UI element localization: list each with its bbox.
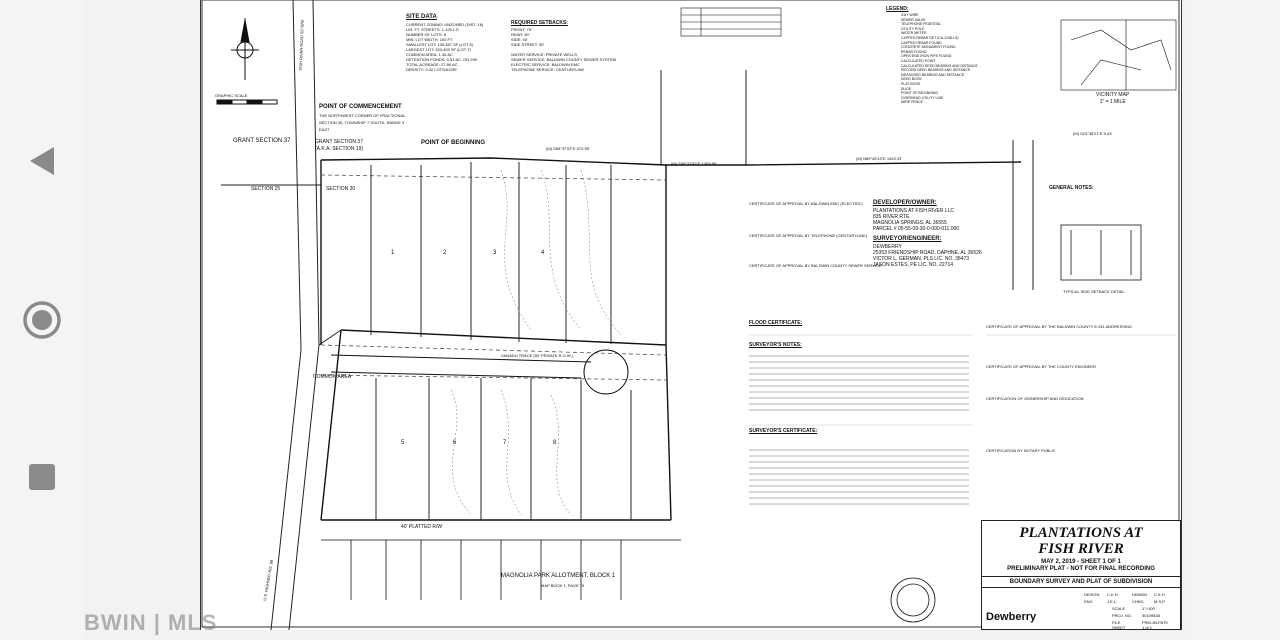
row-label: SCALE — [1112, 606, 1126, 611]
point-of-commencement-desc: THE NORTHWEST CORNER OF FRACTIONAL SECTI… — [319, 113, 406, 132]
graphic-scale — [216, 99, 278, 105]
lot-number: 4 — [541, 250, 545, 256]
magnolia-park-label: MAGNOLIA PARK ALLOTMENT, BLOCK 1 — [501, 573, 616, 579]
surveyor-title: SURVEYOR/ENGINEER: — [873, 236, 942, 242]
square-recent-icon — [29, 464, 55, 490]
grant-section-37-left: GRANT SECTION 37 — [233, 138, 291, 144]
navigation-bar — [0, 0, 84, 640]
setback-detail-label: TYPICAL SIDE SETBACK DETAIL — [1063, 289, 1125, 294]
setbacks-text: FRONT: 75' REAR: 50' SIDE: 40' SIDE STRE… — [511, 27, 616, 72]
cert-county-engineer: CERTIFICATE OF APPROVAL BY THE COUNTY EN… — [986, 364, 1096, 369]
surveyor-cert-title: SURVEYOR'S CERTIFICATE: — [749, 428, 818, 434]
row-value: C.K.H. — [1154, 592, 1166, 597]
project-number: 50109838 — [1142, 613, 1160, 618]
circle-home-icon — [23, 301, 61, 339]
cert-county-addressing: CERTIFICATE OF APPROVAL BY THE BALDWIN C… — [986, 324, 1133, 329]
boundary-line — [320, 157, 1022, 521]
row-label: PROJ. NO. — [1112, 613, 1133, 618]
section-25-label: SECTION 25 — [251, 186, 281, 192]
site-data-text: CURRENT ZONING: UNZONED (DIST. 16) LIN. … — [406, 22, 484, 72]
street-name-label: XANADU TRACE (50' PRIVATE R.O.W.) — [501, 353, 573, 358]
general-notes-title: GENERAL NOTES: — [1049, 185, 1094, 191]
platted-rw-label: 40' PLATTED R/W — [401, 524, 443, 530]
row-value: M.S.P. — [1154, 599, 1166, 604]
lot-number: 5 — [401, 440, 405, 446]
lot-number: 2 — [443, 250, 447, 256]
legend-text: GUY WIRE SEWER VALVE TELEPHONE PEDESTAL … — [901, 13, 978, 105]
right-margin — [1190, 0, 1280, 640]
mls-watermark: BWIN | MLS — [84, 610, 218, 635]
section-30-label: SECTION 30 — [326, 186, 356, 192]
vicinity-map-label: VICINITY MAP 1" = 1 MILE — [1096, 92, 1130, 105]
sheet-date: MAY 2, 2019 - SHEET 1 OF 1 — [1041, 559, 1121, 565]
graphic-scale-label: GRAPHIC SCALE — [215, 93, 248, 98]
notes-text-lines — [749, 355, 969, 505]
developer-text: PLANTATIONS AT FISH RIVER LLC 835 RIVER … — [873, 208, 960, 232]
site-data-title: SITE DATA — [406, 14, 437, 20]
preliminary-label: PRELIMINARY PLAT - NOT FOR FINAL RECORDI… — [1007, 566, 1155, 572]
row-label: CHKD. — [1132, 599, 1145, 604]
home-button[interactable] — [18, 296, 66, 344]
row-value: C.K.H. — [1107, 592, 1119, 597]
flood-cert-title: FLOOD CERTIFICATE: — [749, 320, 803, 326]
plat-subtitle: BOUNDARY SURVEY AND PLAT OF SUBDIVISION — [982, 576, 1180, 588]
point-of-commencement-label: POINT OF COMMENCEMENT — [319, 104, 402, 110]
bearing-top-4: (M) S24°38'21"E 9.43' — [1073, 131, 1113, 136]
project-title: PLANTATIONS AT FISH RIVER — [1019, 525, 1143, 557]
bearing-top-3: (M) N89°45'43"E 1520.33' — [856, 156, 903, 161]
lot-number: 6 — [453, 440, 457, 446]
plat-linework — [201, 0, 1180, 630]
setbacks-title: REQUIRED SETBACKS: — [511, 20, 568, 26]
row-label: ENG — [1084, 599, 1093, 604]
legend-title: LEGEND: — [886, 6, 909, 12]
setback-detail-drawing — [1060, 224, 1142, 281]
bearing-top-1: (M) S89°37'02"E 670.55' — [546, 146, 590, 151]
row-label: DRAWN — [1132, 592, 1147, 597]
common-area-label: COMMON AREA — [313, 374, 352, 380]
cert-notary: CERTIFICATION BY NOTARY PUBLIC — [986, 448, 1056, 453]
magnolia-park-book: MAP BOOK 1, PAGE 75 — [541, 583, 585, 588]
lot-number: 1 — [391, 250, 395, 256]
surveyor-notes-title: SURVEYOR'S NOTES: — [749, 342, 802, 348]
triangle-back-icon — [30, 147, 54, 175]
point-of-beginning-label: POINT OF BEGINNING — [421, 140, 486, 146]
row-label: SHEET — [1112, 625, 1126, 630]
cert-sewer: CERTIFICATE OF APPROVAL BY BALDWIN COUNT… — [749, 263, 882, 268]
surveyor-text: DEWBERRY 25353 FRIENDSHIP ROAD, DAPHNE, … — [873, 244, 982, 268]
lot-number: 3 — [493, 250, 497, 256]
back-button[interactable] — [18, 137, 66, 185]
recent-apps-button[interactable] — [18, 453, 66, 501]
grant-section-37-right: GRANT SECTION 37 (A.K.A. SECTION 19) — [315, 139, 364, 152]
firm-logo: Dewberry — [986, 611, 1037, 623]
lot-number: 7 — [503, 440, 507, 446]
vicinity-map-drawing — [1060, 19, 1177, 91]
sheet-number: 1 of 1 — [1142, 625, 1153, 630]
row-label: DESIGN — [1084, 592, 1100, 597]
scale-value: 1"=100' — [1142, 606, 1156, 611]
row-value: J.E.L. — [1107, 599, 1118, 604]
surveyor-seal-icon — [890, 577, 936, 623]
north-arrow-icon — [231, 18, 259, 80]
lot-number: 8 — [553, 440, 557, 446]
bearing-top-2: (M) S89°37'02"E 1309.66' — [671, 161, 717, 166]
cert-baldwin-emc: CERTIFICATE OF APPROVAL BY BALDWIN EMC (… — [749, 201, 863, 206]
developer-title: DEVELOPER/OWNER: — [873, 200, 937, 206]
row-label: FILE — [1112, 620, 1121, 625]
title-block: PLANTATIONS AT FISH RIVER MAY 2, 2019 - … — [981, 520, 1181, 630]
cert-telephone: CERTIFICATE OF APPROVAL BY TELEPHONE (CE… — [749, 233, 868, 238]
plat-drawing[interactable]: GRAPHIC SCALE POINT OF COMMENCEMENT THE … — [200, 0, 1182, 630]
cert-ownership: CERTIFICATION OF OWNERSHIP AND DEDICATIO… — [986, 396, 1084, 401]
file-name: PRELIM-PAT9 — [1142, 620, 1168, 625]
